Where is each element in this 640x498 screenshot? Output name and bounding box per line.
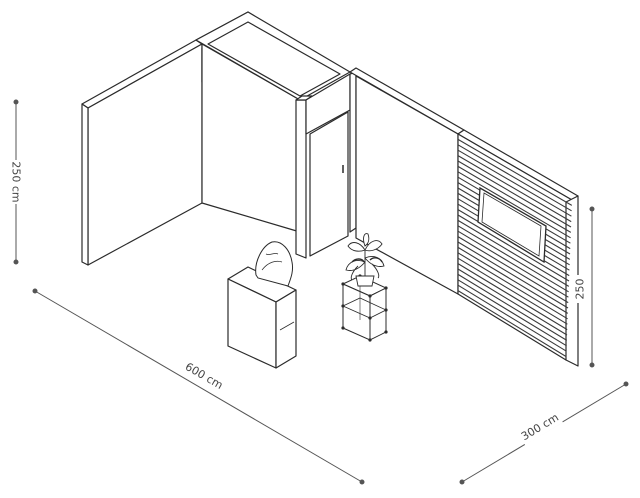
plant-leaves	[345, 233, 385, 281]
slat-line	[457, 149, 572, 217]
slat-line	[457, 290, 567, 358]
dimension-lines	[13, 99, 629, 485]
left-wall-face	[87, 43, 203, 266]
potted-plant	[345, 233, 385, 287]
slat-line	[457, 155, 572, 223]
slat-line	[457, 284, 567, 352]
slat-line	[457, 160, 572, 228]
slat-line	[457, 214, 570, 282]
slat-line	[457, 257, 568, 325]
slat-line	[457, 165, 572, 233]
slat-line	[457, 252, 568, 320]
dim-label-height-right: 250	[574, 279, 587, 300]
slat-line	[457, 225, 569, 293]
display-screen	[477, 186, 547, 264]
slat-line	[457, 138, 573, 206]
storage-side-wall	[349, 71, 357, 233]
slat-line	[457, 268, 568, 336]
slat-line	[457, 219, 570, 287]
dim-label-height-left: 250 cm	[10, 161, 23, 202]
storage-post-front	[295, 99, 307, 259]
plant-leaf-dark	[351, 257, 383, 263]
plant-pot	[355, 275, 375, 287]
rock-shape	[255, 241, 293, 287]
counter-line	[279, 321, 295, 331]
slat-line	[457, 171, 571, 239]
pedestal-joints	[341, 274, 388, 342]
slat-line	[457, 236, 569, 304]
slat-line	[457, 263, 568, 331]
storage-door	[309, 111, 349, 257]
storage-room-roof-opening	[207, 21, 341, 97]
slat-line	[457, 144, 572, 212]
rock-decoration	[255, 241, 293, 287]
counter-side	[275, 289, 297, 369]
dim-line-width	[34, 290, 363, 483]
left-wall-front-edge	[81, 103, 89, 266]
reception-counter	[227, 266, 297, 369]
slat-line	[457, 279, 567, 347]
slat-line	[457, 246, 569, 314]
screen-glass	[481, 192, 542, 257]
slat-line	[457, 241, 569, 309]
slat-line	[457, 230, 569, 298]
rock-detail	[261, 253, 283, 271]
booth-structure	[81, 11, 579, 367]
slat-line	[457, 273, 568, 341]
